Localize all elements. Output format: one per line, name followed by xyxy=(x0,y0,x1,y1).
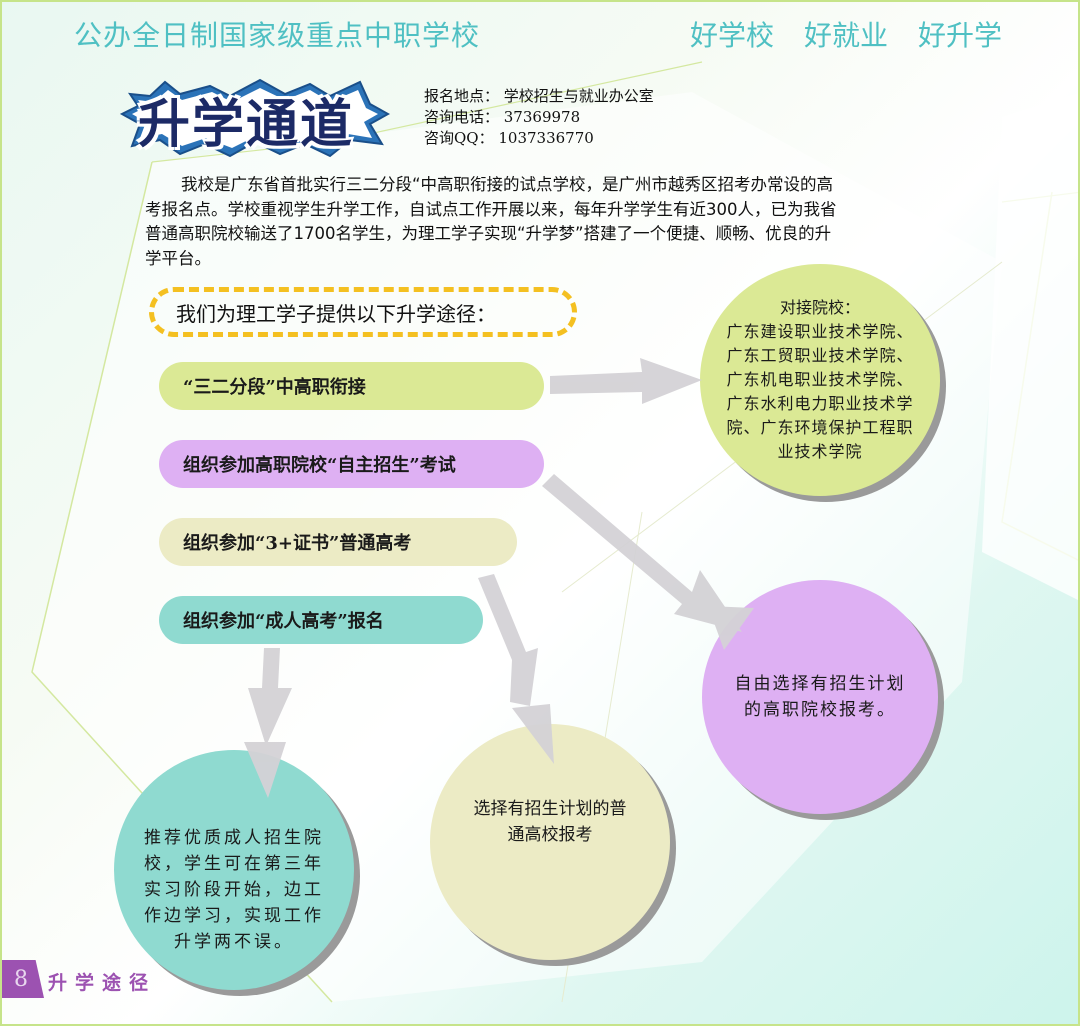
slogan-good-further-study: 好升学 xyxy=(918,19,1003,52)
route-label: 组织参加“成人高考”报名 xyxy=(183,611,384,632)
intro-paragraph: 我校是广东省首批实行三二分段“中高职衔接的试点学校，是广州市越秀区招考办常设的高… xyxy=(145,175,837,268)
route-pill-3-2-segment: “三二分段”中高职衔接 xyxy=(159,362,544,410)
page-number: 8 xyxy=(14,966,28,992)
consult-qq: 咨询QQ： 1037336770 xyxy=(424,129,594,147)
registration-location: 报名地点： 学校招生与就业办公室 xyxy=(424,87,654,105)
outcome-text: 推荐优质成人招生院校，学生可在第三年实习阶段开始，边工作边学习，实现工作升学两不… xyxy=(144,828,324,952)
consult-phone: 咨询电话： 37369978 xyxy=(424,108,581,126)
slogans: 好学校 好就业 好升学 xyxy=(690,14,1002,54)
partner-colleges-title: 对接院校： xyxy=(779,298,860,317)
school-tagline: 公办全日制国家级重点中职学校 xyxy=(74,19,481,52)
outcome-circle-general-university: 选择有招生计划的普通高校报考 xyxy=(430,724,670,960)
partner-colleges-list: 广东建设职业技术学院、广东工贸职业技术学院、广东机电职业技术学院、广东水利电力职… xyxy=(726,322,914,461)
outcome-circle-partner-colleges: 对接院校： 广东建设职业技术学院、广东工贸职业技术学院、广东机电职业技术学院、广… xyxy=(700,264,940,496)
outcome-text: 自由选择有招生计划的高职院校报考。 xyxy=(734,674,906,720)
outcome-circle-vocational-college: 自由选择有招生计划的高职院校报考。 xyxy=(702,580,938,814)
page-title: 升学通道 xyxy=(138,95,355,155)
route-pill-independent-enrollment: 组织参加高职院校“自主招生”考试 xyxy=(159,440,544,488)
route-label: 组织参加高职院校“自主招生”考试 xyxy=(183,455,456,476)
outcome-circle-adult-college: 推荐优质成人招生院校，学生可在第三年实习阶段开始，边工作边学习，实现工作升学两不… xyxy=(114,750,354,990)
route-label: 组织参加“3+证书”普通高考 xyxy=(183,533,412,554)
contact-info: 报名地点： 学校招生与就业办公室 咨询电话： 37369978 咨询QQ： 10… xyxy=(424,86,654,149)
routes-heading: 我们为理工学子提供以下升学途径： xyxy=(149,287,577,337)
routes-heading-text: 我们为理工学子提供以下升学途径： xyxy=(176,301,496,326)
outcome-text: 选择有招生计划的普通高校报考 xyxy=(473,799,627,845)
route-label: “三二分段”中高职衔接 xyxy=(183,377,366,398)
title-badge-shape xyxy=(120,78,390,158)
slogan-good-employment: 好就业 xyxy=(804,19,889,52)
route-pill-3-plus-certificate: 组织参加“3+证书”普通高考 xyxy=(159,518,517,566)
route-pill-adult-exam: 组织参加“成人高考”报名 xyxy=(159,596,483,644)
slogan-good-school: 好学校 xyxy=(690,19,775,52)
section-name: 升学途径 xyxy=(48,972,157,994)
